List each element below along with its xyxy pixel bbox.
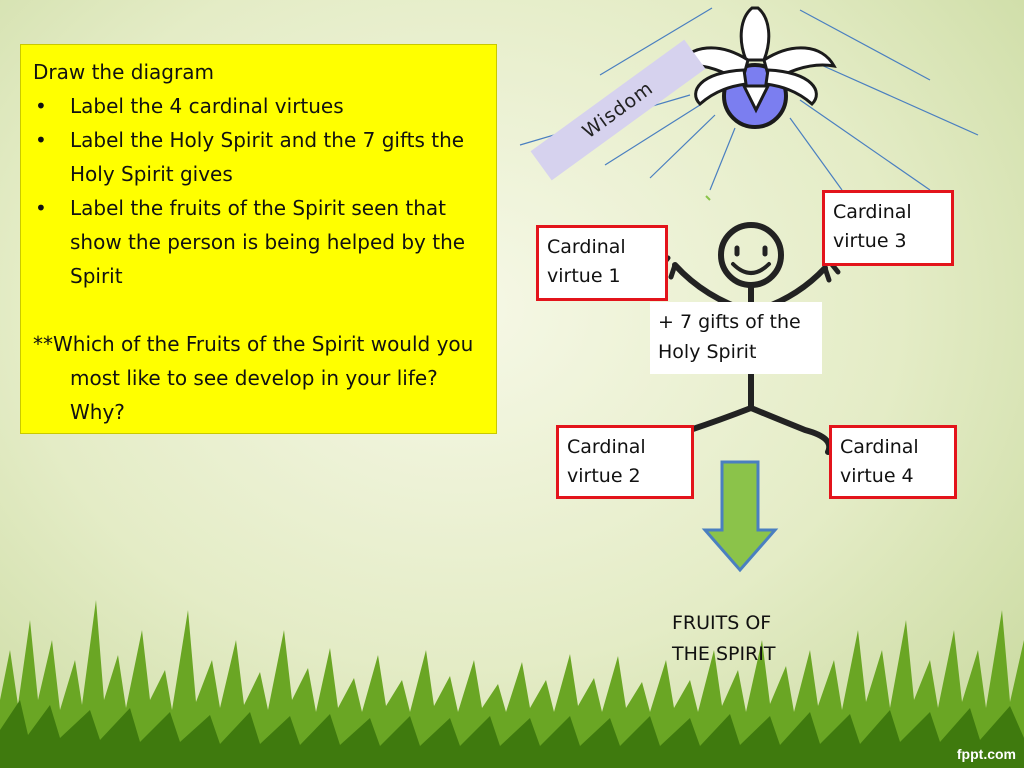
decor-mark [705,195,711,201]
cardinal-virtue-4-box: Cardinal virtue 4 [829,425,957,499]
reflection-question: **Which of the Fruits of the Spirit woul… [33,332,474,424]
grass-border [0,600,1024,768]
instructions-title: Draw the diagram [33,60,214,84]
down-arrow-icon [701,460,779,573]
cardinal-virtue-2-box: Cardinal virtue 2 [556,425,694,499]
fruits-label: FRUITS OF THE SPIRIT [672,612,776,665]
cardinal-virtue-1-box: Cardinal virtue 1 [536,225,668,301]
cardinal-virtue-3-box: Cardinal virtue 3 [822,190,954,266]
light-rays [519,7,979,191]
dove-icon [675,6,837,129]
gifts-label: + 7 gifts of the Holy Spirit [650,302,822,374]
watermark: fppt.com [956,746,1016,762]
instructions-panel: Draw the diagram Label the 4 cardinal vi… [20,44,497,434]
instruction-item: Label the 4 cardinal virtues [33,89,482,123]
instructions-list: Label the 4 cardinal virtues Label the H… [33,89,482,293]
instruction-item: Label the fruits of the Spirit seen that… [33,191,482,293]
instruction-item: Label the Holy Spirit and the 7 gifts th… [33,123,482,191]
